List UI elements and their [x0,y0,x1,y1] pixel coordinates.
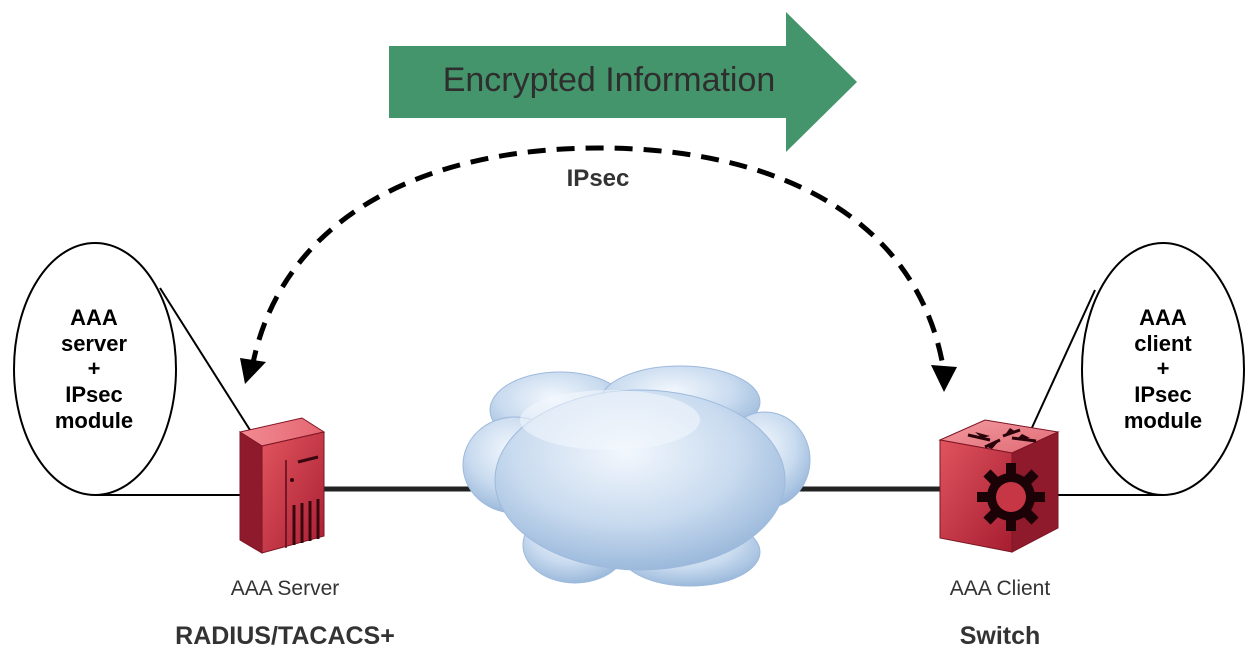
router-switch-icon [938,419,1060,553]
cloud-icon [462,365,811,587]
client-bubble-line-2: client [1134,331,1192,356]
server-caption: AAA Server [231,577,340,600]
server-bubble-line-1: AAA [70,305,118,330]
client-subcaption: Switch [960,622,1041,650]
server-subcaption: RADIUS/TACACS+ [175,622,395,650]
encrypted-information-arrow: Encrypted Information [389,12,857,152]
server-bubble-line-5: module [55,408,133,433]
ipsec-label: IPsec [567,165,630,192]
client-bubble [1081,242,1245,496]
client-bubble-line-4: IPsec [1134,382,1192,407]
arc-right-arrowhead [931,365,957,392]
server-bubble [13,242,177,496]
ipsec-dashed-arc [249,145,947,373]
server-bubble-line-2: server [61,331,128,356]
client-bubble-line-1: AAA [1139,305,1187,330]
client-caption: AAA Client [950,577,1051,600]
server-tower-icon [238,417,326,554]
server-callout-line-top [159,287,251,431]
arc-left-arrowhead [240,358,266,384]
banner-arrow-shape [389,12,857,152]
client-callout: AAA client + IPsec module [1029,242,1245,496]
server-bubble-line-4: IPsec [65,382,123,407]
server-callout: AAA server + IPsec module [13,242,251,496]
client-bubble-line-3: + [1157,356,1170,381]
banner-label: Encrypted Information [443,61,776,99]
client-bubble-line-5: module [1124,408,1202,433]
server-bubble-line-3: + [88,356,101,381]
client-callout-line-top [1029,289,1096,433]
ipsec-tunnel: IPsec [240,145,957,392]
